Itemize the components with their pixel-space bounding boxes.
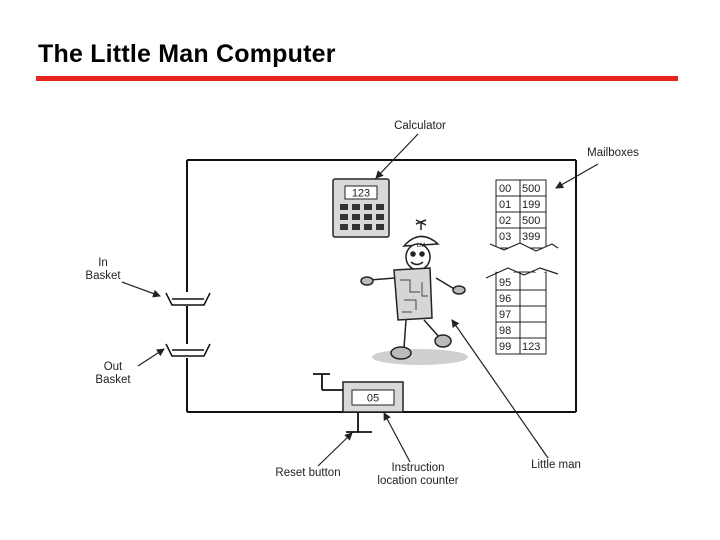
mailbox-address: 99 [499, 341, 511, 353]
mailbox-address: 02 [499, 215, 511, 227]
calculator[interactable] [332, 178, 390, 238]
mailbox-address: 98 [499, 325, 511, 337]
label-little-man: Little man [531, 459, 581, 471]
little-man [360, 219, 468, 365]
label-calculator: Calculator [394, 120, 446, 132]
mailbox-address: 96 [499, 293, 511, 305]
title-underline [36, 76, 678, 81]
mailbox-address: 97 [499, 309, 511, 321]
mailbox-address: 00 [499, 183, 511, 195]
hat-label: LM [417, 243, 425, 249]
label-counter-line1: Instruction [391, 462, 444, 474]
label-mailboxes: Mailboxes [587, 147, 639, 159]
out-basket[interactable] [165, 343, 211, 357]
label-in-basket-line1: In [98, 257, 108, 269]
pointer-arrows [121, 133, 599, 467]
mailbox-value: 500 [522, 183, 540, 195]
mailbox-value: 399 [522, 231, 540, 243]
page-title: The Little Man Computer [38, 40, 336, 68]
mailbox-address: 03 [499, 231, 511, 243]
mailboxes [495, 179, 547, 355]
label-in-basket-line2: Basket [85, 270, 121, 282]
mailbox-break [485, 242, 559, 279]
in-basket[interactable] [165, 292, 211, 306]
label-counter-line2: location counter [377, 475, 458, 487]
label-out-basket-line2: Basket [95, 374, 131, 386]
instruction-location-counter [342, 381, 404, 413]
mailbox-text: 00 500 01 199 02 500 03 399 95 96 97 98 99 123 [499, 183, 540, 353]
reset-button[interactable] [313, 373, 372, 433]
calculator-display: 123 [352, 188, 370, 200]
mailbox-value: 123 [522, 341, 540, 353]
mailbox-value: 500 [522, 215, 540, 227]
label-out-basket-line1: Out [104, 361, 123, 373]
mailbox-value: 199 [522, 199, 540, 211]
mailbox-address: 95 [499, 277, 511, 289]
mailbox-address: 01 [499, 199, 511, 211]
label-reset-button: Reset button [275, 467, 340, 479]
counter-display: 05 [367, 393, 379, 405]
